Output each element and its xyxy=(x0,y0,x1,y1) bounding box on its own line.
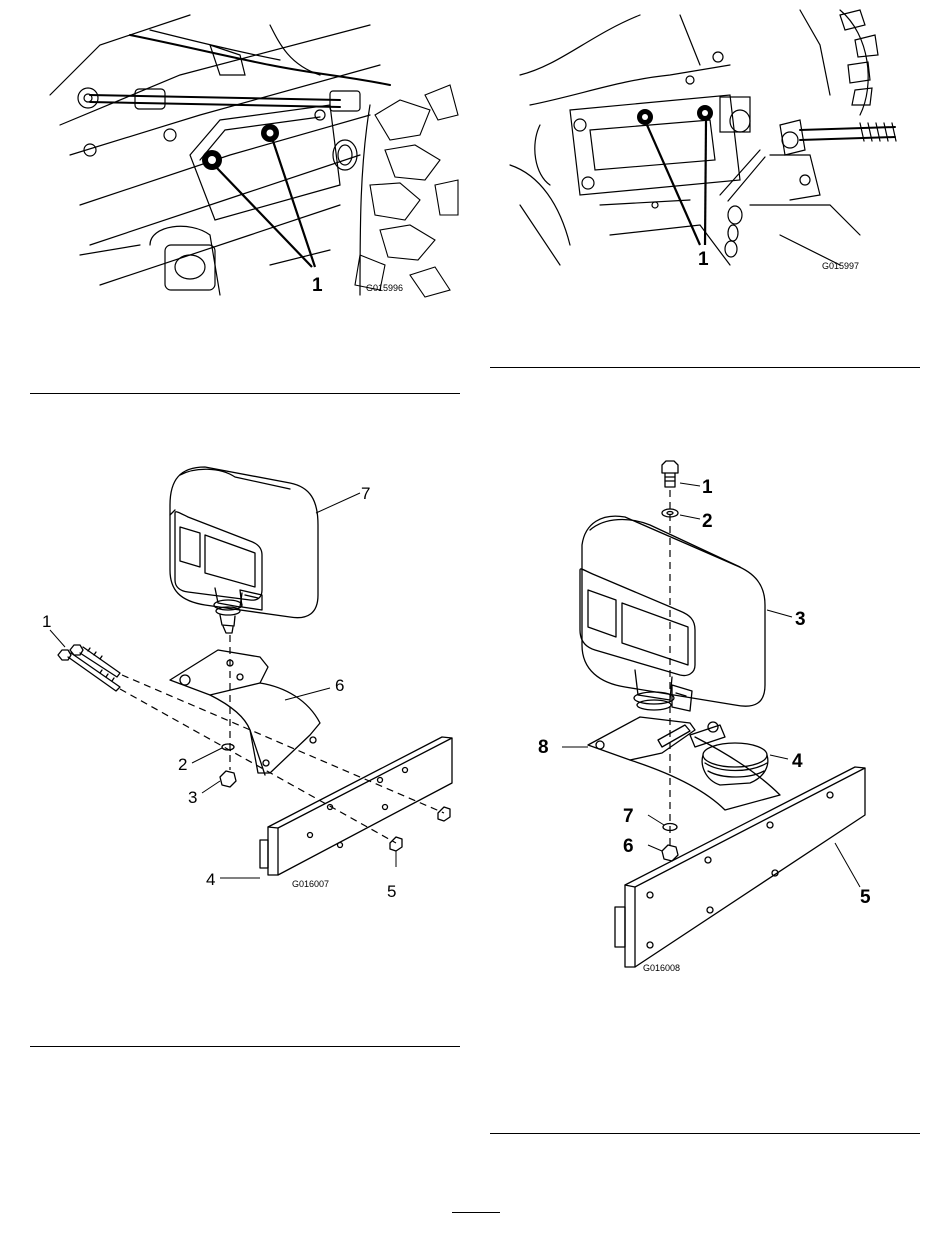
section-divider xyxy=(490,367,920,368)
callout-label: 1 xyxy=(702,477,713,498)
bolt-head-icon xyxy=(637,109,653,125)
base-plate xyxy=(625,767,865,967)
figure-code: G016008 xyxy=(643,963,680,973)
section-divider xyxy=(30,393,460,394)
nut xyxy=(390,837,402,851)
callout-label: 6 xyxy=(335,676,344,695)
callout-label: 2 xyxy=(178,755,187,774)
page-number-rule xyxy=(452,1212,500,1213)
long-bolt xyxy=(70,645,120,677)
light-mount-exploded-view: 1 2 3 4 5 6 7 G016007 xyxy=(30,455,460,905)
nut xyxy=(220,771,236,787)
figure-code: G015997 xyxy=(822,261,859,271)
figure-bottom-left: 1 2 3 4 5 6 7 G016007 xyxy=(30,455,460,905)
mount-bracket xyxy=(588,717,695,760)
section-divider xyxy=(30,1046,460,1047)
callout-label: 5 xyxy=(387,882,396,901)
callout-label: 4 xyxy=(792,751,803,772)
mount-bracket xyxy=(170,650,268,695)
figure-bottom-right: 1 2 3 4 5 6 7 8 G016008 xyxy=(530,455,890,980)
callout-label: 8 xyxy=(538,737,549,758)
bolt xyxy=(662,461,678,473)
callout-label: 2 xyxy=(702,511,713,532)
figure-code: G016007 xyxy=(292,879,329,889)
callout-label: 5 xyxy=(860,887,871,908)
callout-label: 6 xyxy=(623,836,634,857)
callout-label: 7 xyxy=(623,806,634,827)
headlight-housing xyxy=(170,467,318,618)
callout-label: 3 xyxy=(188,788,197,807)
figure-top-right: 1 G015997 xyxy=(500,5,920,285)
callout-label: 1 xyxy=(312,275,323,296)
bolt-head-icon xyxy=(697,105,713,121)
bolt-head-icon xyxy=(202,150,222,170)
headlight-housing xyxy=(582,516,765,706)
callout-label: 3 xyxy=(795,609,806,630)
frame-bolts-illustration-right: 1 G015997 xyxy=(500,5,920,285)
callout-label: 1 xyxy=(698,249,709,270)
nut xyxy=(438,807,450,821)
long-bolt xyxy=(58,650,120,691)
callout-label: 1 xyxy=(42,612,51,631)
light-mount-alt-exploded-view: 1 2 3 4 5 6 7 8 G016008 xyxy=(530,455,890,980)
figure-code: G015996 xyxy=(366,283,403,293)
section-divider xyxy=(490,1133,920,1134)
callout-label: 4 xyxy=(206,870,215,889)
base-plate xyxy=(268,737,452,875)
figure-top-left: 1 G015996 xyxy=(40,5,460,305)
bolt-head-icon xyxy=(261,124,279,142)
callout-label: 7 xyxy=(361,484,370,503)
frame-bolts-illustration-left: 1 G015996 xyxy=(40,5,460,305)
